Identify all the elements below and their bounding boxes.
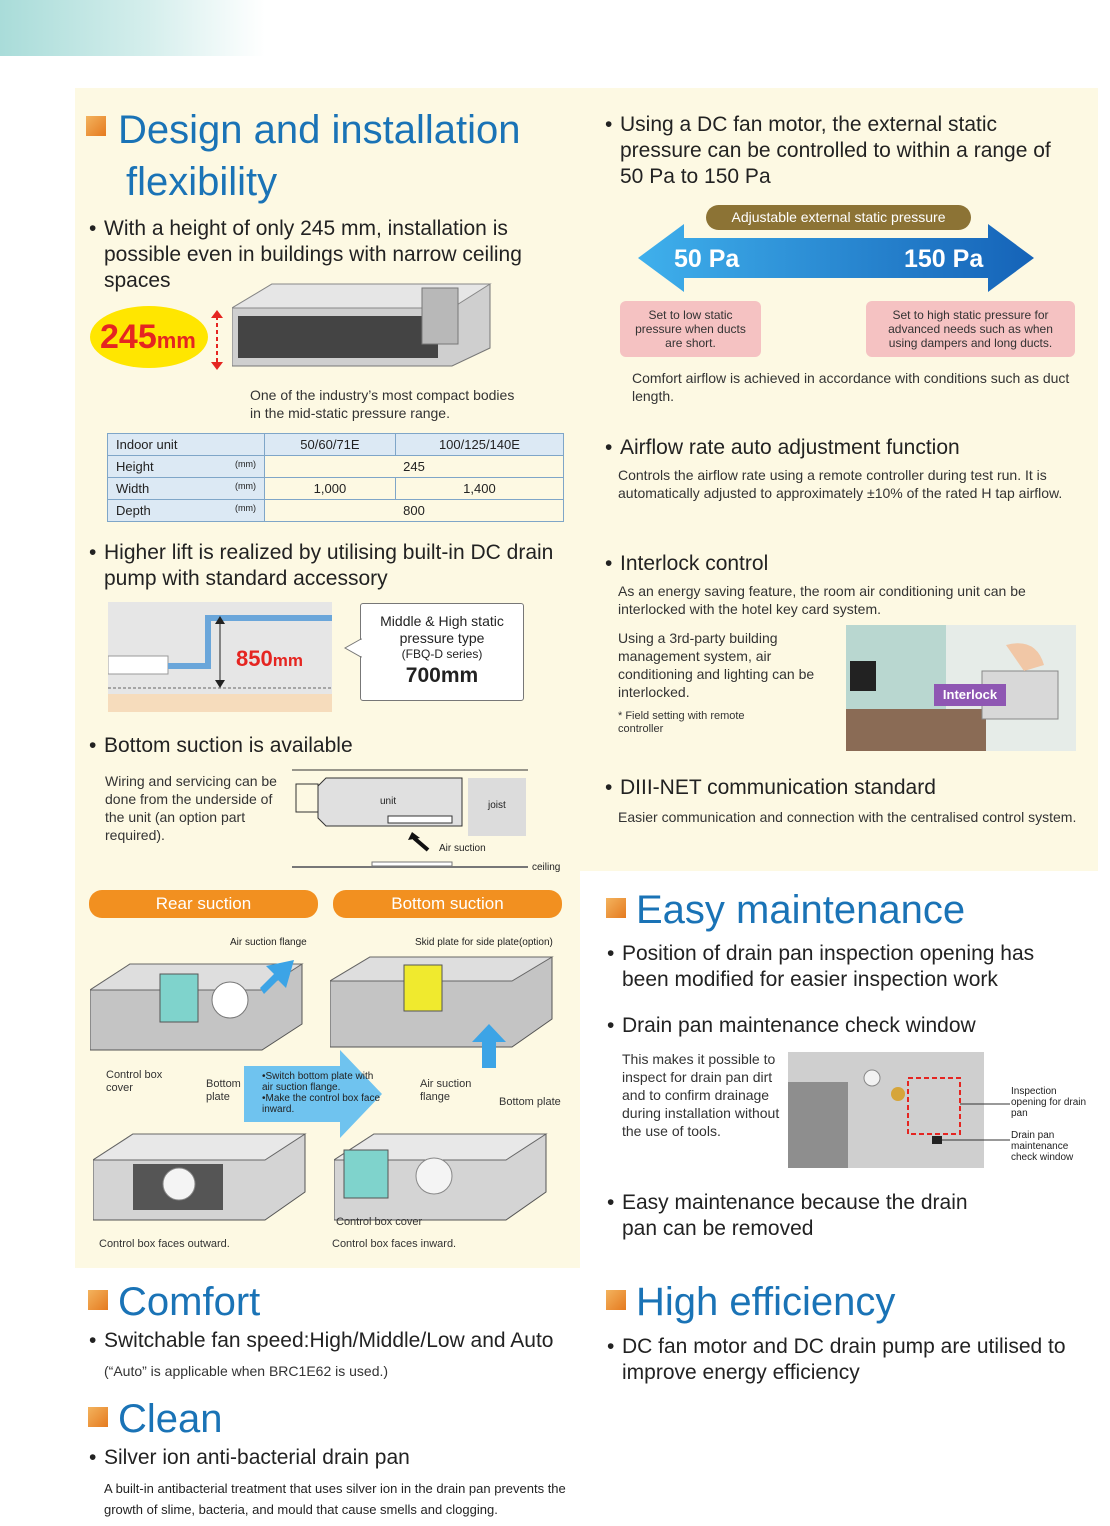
height-arrow-icon bbox=[211, 310, 223, 370]
table-cell: 245 bbox=[264, 455, 564, 478]
drain-pan-unit-image bbox=[788, 1052, 1010, 1168]
bullet-bottom-suction: Bottom suction is available bbox=[89, 733, 564, 759]
bullet-airflow-adjust: Airflow rate auto adjustment function bbox=[605, 435, 1070, 461]
diagram-unit-label: unit bbox=[380, 796, 397, 807]
height-badge-text: 245mm bbox=[100, 318, 196, 356]
bullet-lift: Higher lift is realized by utilising bui… bbox=[89, 540, 564, 592]
interlock-3rd-party-text: Using a 3rd-party building management sy… bbox=[618, 630, 815, 700]
bullet-height: With a height of only 245 mm, installati… bbox=[89, 216, 574, 294]
bullet-check-window: Drain pan maintenance check window bbox=[607, 1013, 1082, 1039]
table-cell: 800 bbox=[264, 499, 564, 522]
callout-pointer bbox=[344, 638, 362, 658]
bullet-diii-net: DIII-NET communication standard bbox=[605, 775, 1070, 801]
rear-result-unit-image bbox=[93, 1133, 307, 1221]
heading-square-icon bbox=[88, 1290, 108, 1310]
table-header-cell: Indoor unit bbox=[107, 433, 265, 456]
wiring-text: Wiring and servicing can be done from th… bbox=[105, 773, 277, 843]
top-accent-bar bbox=[0, 0, 265, 56]
heading-square-icon bbox=[606, 1290, 626, 1310]
high-pressure-note: Set to high static pressure for advanced… bbox=[866, 301, 1075, 357]
bottom-suction-label: Bottom suction bbox=[333, 890, 562, 918]
switch-arrow-icon bbox=[244, 1050, 382, 1138]
adjustable-pressure-label: Adjustable external static pressure bbox=[706, 205, 971, 230]
rear-suction-label: Rear suction bbox=[89, 890, 318, 918]
table-row-label: Width(mm) bbox=[107, 477, 265, 500]
design-title-line2: flexibility bbox=[126, 160, 278, 204]
high-pressure-value: 150 Pa bbox=[904, 245, 984, 273]
diagram-air-label: Air suction bbox=[439, 843, 486, 854]
bottom-plate-left-label: Bottom plate bbox=[206, 1078, 241, 1103]
clean-text: A built-in antibacterial treatment that … bbox=[104, 1481, 566, 1517]
faces-outward-caption: Control box faces outward. bbox=[99, 1238, 230, 1250]
control-box-cover-2-label: Control box cover bbox=[336, 1216, 423, 1228]
bullet-removable-pan: Easy maintenance because the drain pan c… bbox=[607, 1190, 1002, 1242]
maintenance-title: Easy maintenance bbox=[636, 888, 966, 932]
bottom-result-unit-image bbox=[334, 1133, 548, 1221]
airflow-text: Controls the airflow rate using a remote… bbox=[618, 467, 1063, 501]
comfort-airflow-text: Comfort airflow is achieved in accordanc… bbox=[632, 370, 1070, 404]
table-row: Height(mm) 245 bbox=[107, 455, 564, 478]
bottom-plate-right-label: Bottom plate bbox=[499, 1096, 561, 1108]
comfort-note: (“Auto” is applicable when BRC1E62 is us… bbox=[104, 1363, 389, 1379]
compact-caption: One of the industry’s most compact bodie… bbox=[250, 387, 515, 421]
table-row: Width(mm) 1,000 1,400 bbox=[107, 477, 565, 500]
check-window-text: This makes it possible to inspect for dr… bbox=[622, 1051, 780, 1139]
bottom-airflow-arrow-icon bbox=[472, 1024, 506, 1068]
spec-table: Indoor unit 50/60/71E 100/125/140E Heigh… bbox=[107, 433, 565, 522]
interlock-text: As an energy saving feature, the room ai… bbox=[618, 583, 1026, 617]
table-row: Depth(mm) 800 bbox=[107, 499, 564, 522]
air-flange-right-label: Air suction flange bbox=[420, 1078, 472, 1103]
heading-square-icon bbox=[606, 898, 626, 918]
control-box-cover-label: Control box cover bbox=[106, 1069, 163, 1094]
bullet-inspection-opening: Position of drain pan inspection opening… bbox=[607, 941, 1082, 993]
drain-pump-diagram bbox=[108, 602, 332, 712]
diii-text: Easier communication and connection with… bbox=[618, 809, 1077, 825]
diagram-joist-label: joist bbox=[488, 800, 506, 811]
bullet-dc-motor: Using a DC fan motor, the external stati… bbox=[605, 112, 1070, 190]
table-header-cell: 100/125/140E bbox=[394, 433, 565, 456]
bullet-efficiency: DC fan motor and DC drain pump are utili… bbox=[607, 1334, 1082, 1386]
skid-plate-label: Skid plate for side plate(option) bbox=[415, 937, 553, 948]
table-cell: 1,000 bbox=[264, 477, 396, 500]
clean-title: Clean bbox=[118, 1397, 223, 1441]
bottom-suction-diagram bbox=[292, 769, 528, 868]
table-row-label: Height(mm) bbox=[107, 455, 265, 478]
table-row-label: Depth(mm) bbox=[107, 499, 265, 522]
table-header-row: Indoor unit 50/60/71E 100/125/140E bbox=[107, 433, 565, 456]
static-pressure-callout: Middle & High static pressure type (FBQ-… bbox=[360, 603, 524, 701]
rear-airflow-arrow-icon bbox=[260, 960, 294, 994]
bullet-interlock: Interlock control bbox=[605, 551, 1070, 577]
efficiency-title: High efficiency bbox=[636, 1280, 896, 1324]
low-pressure-note: Set to low static pressure when ducts ar… bbox=[620, 301, 761, 357]
air-flange-label: Air suction flange bbox=[230, 937, 307, 948]
design-title-line1: Design and installation bbox=[118, 108, 521, 152]
switch-note: •Switch bottom plate with air suction fl… bbox=[262, 1071, 381, 1115]
faces-inward-caption: Control box faces inward. bbox=[332, 1238, 457, 1250]
inspection-opening-label: Inspection opening for drain pan bbox=[1011, 1086, 1087, 1119]
bullet-silver-ion: Silver ion anti-bacterial drain pan bbox=[89, 1445, 574, 1471]
height-badge bbox=[90, 306, 208, 368]
interlock-note: * Field setting with remote controller bbox=[618, 710, 745, 735]
lift-value: 850mm bbox=[236, 646, 303, 671]
table-header-cell: 50/60/71E bbox=[264, 433, 396, 456]
check-window-label: Drain pan maintenance check window bbox=[1011, 1130, 1074, 1163]
bottom-suction-unit-image bbox=[330, 956, 554, 1048]
table-cell: 1,400 bbox=[394, 477, 565, 500]
rear-suction-unit-image bbox=[90, 963, 304, 1051]
heading-square-icon bbox=[86, 116, 106, 136]
diagram-ceiling-label: ceiling bbox=[532, 862, 561, 873]
indoor-unit-image bbox=[232, 283, 492, 367]
interlock-label: Interlock bbox=[934, 684, 1006, 706]
comfort-title: Comfort bbox=[118, 1280, 261, 1324]
bullet-fan-speed: Switchable fan speed:High/Middle/Low and… bbox=[89, 1328, 574, 1354]
low-pressure-value: 50 Pa bbox=[674, 245, 740, 273]
heading-square-icon bbox=[88, 1407, 108, 1427]
pressure-range-arrow-icon bbox=[638, 224, 1034, 292]
